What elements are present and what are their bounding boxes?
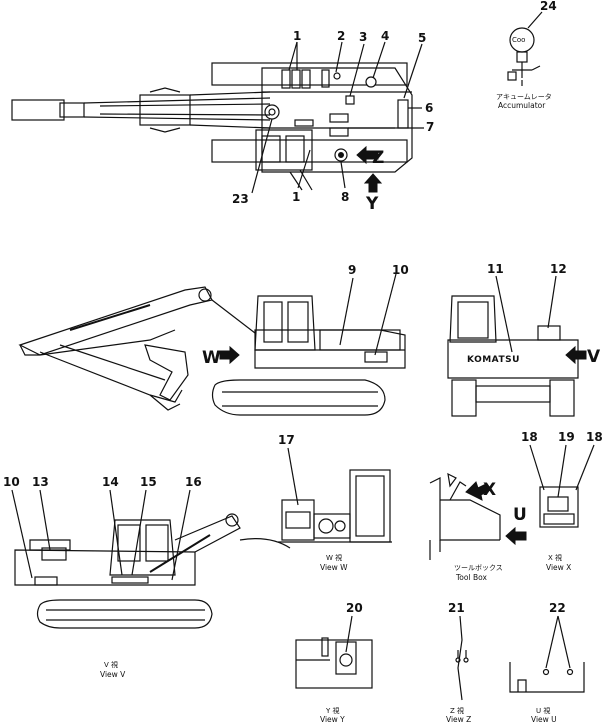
front-view: KOMATSU V 11 12 [447, 262, 601, 417]
direction-y: Y [365, 194, 379, 214]
label-10b: 10 [3, 475, 20, 489]
view-v-detail: 10 13 14 15 16 V 視 View V [3, 475, 291, 679]
label-19: 19 [558, 430, 575, 444]
view-v-en: View V [100, 670, 126, 679]
label-6: 6 [425, 101, 433, 115]
direction-z: Z [372, 148, 384, 168]
view-x-en: View X [546, 563, 571, 572]
arrow-v [565, 345, 587, 365]
label-21: 21 [448, 601, 465, 615]
accumulator-jp: アキュームレータ [496, 92, 552, 101]
track-view-v [36, 599, 213, 629]
view-z-en: View Z [446, 715, 471, 724]
toolbox-en: Tool Box [455, 573, 487, 582]
label-22: 22 [549, 601, 566, 615]
label-23: 23 [232, 192, 249, 206]
direction-v: V [587, 347, 601, 367]
view-u-jp: U 視 [536, 706, 550, 715]
direction-x: X [483, 480, 496, 500]
view-y-detail: 20 Y 視 View Y [295, 601, 373, 724]
bucket-side [144, 344, 189, 401]
view-z-jp: Z 視 [450, 706, 464, 715]
accumulator-decal-label: Coo [512, 36, 525, 44]
label-2: 2 [337, 29, 345, 43]
track-side [211, 379, 386, 416]
toolbox-detail: X U ツールボックス Tool Box [429, 472, 527, 582]
label-16: 16 [185, 475, 202, 489]
cab-view-v [109, 519, 176, 576]
arrow-w [219, 345, 240, 365]
label-4: 4 [381, 29, 389, 43]
arrow-y [363, 173, 383, 193]
view-u-en: View U [531, 715, 557, 724]
view-w-detail: 17 W 視 View W [278, 433, 392, 572]
upper-structure-top [261, 67, 413, 173]
toolbox-jp: ツールボックス [454, 564, 503, 572]
label-10a: 10 [392, 263, 409, 277]
direction-u: U [513, 505, 527, 525]
top-view: 1 2 3 4 5 6 7 8 1 23 Z Y [11, 29, 434, 214]
brand-logo: KOMATSU [467, 355, 520, 365]
label-12: 12 [550, 262, 567, 276]
view-x-detail: 18 19 18 X 視 View X [521, 430, 602, 572]
boom-arm-top [11, 87, 280, 133]
view-z-detail: 21 Z 視 View Z [446, 601, 471, 724]
label-20: 20 [346, 601, 363, 615]
track-right-top [211, 139, 408, 163]
arrow-z [356, 145, 379, 165]
label-5: 5 [418, 31, 426, 45]
counterweight-front [447, 339, 579, 379]
arrow-x [465, 481, 491, 501]
arrow-u [505, 526, 527, 546]
label-11: 11 [487, 262, 504, 276]
view-u-detail: 22 U 視 View U [509, 601, 585, 724]
view-w-en: View W [320, 563, 348, 572]
label-18b: 18 [586, 430, 602, 444]
label-7: 7 [426, 120, 434, 134]
leaders-top [251, 41, 424, 194]
label-1a: 1 [293, 29, 301, 43]
direction-w: W [202, 348, 221, 368]
accumulator-detail: Coo 24 アキュームレータ Accumulator [496, 0, 557, 110]
side-view-main: W 9 10 [18, 263, 409, 416]
view-y-en: View Y [320, 715, 345, 724]
view-w-jp: W 視 [326, 553, 342, 562]
view-x-jp: X 視 [548, 553, 562, 562]
label-8: 8 [341, 190, 349, 204]
accumulator-en: Accumulator [498, 101, 546, 110]
label-13: 13 [32, 475, 49, 489]
label-18a: 18 [521, 430, 538, 444]
label-1b: 1 [292, 190, 300, 204]
cab-side [254, 295, 316, 351]
label-9: 9 [348, 263, 356, 277]
view-v-jp: V 視 [104, 660, 118, 669]
view-y-jp: Y 視 [325, 706, 340, 715]
label-24: 24 [540, 0, 557, 13]
label-3: 3 [359, 30, 367, 44]
label-14: 14 [102, 475, 119, 489]
label-15: 15 [140, 475, 157, 489]
label-17: 17 [278, 433, 295, 447]
